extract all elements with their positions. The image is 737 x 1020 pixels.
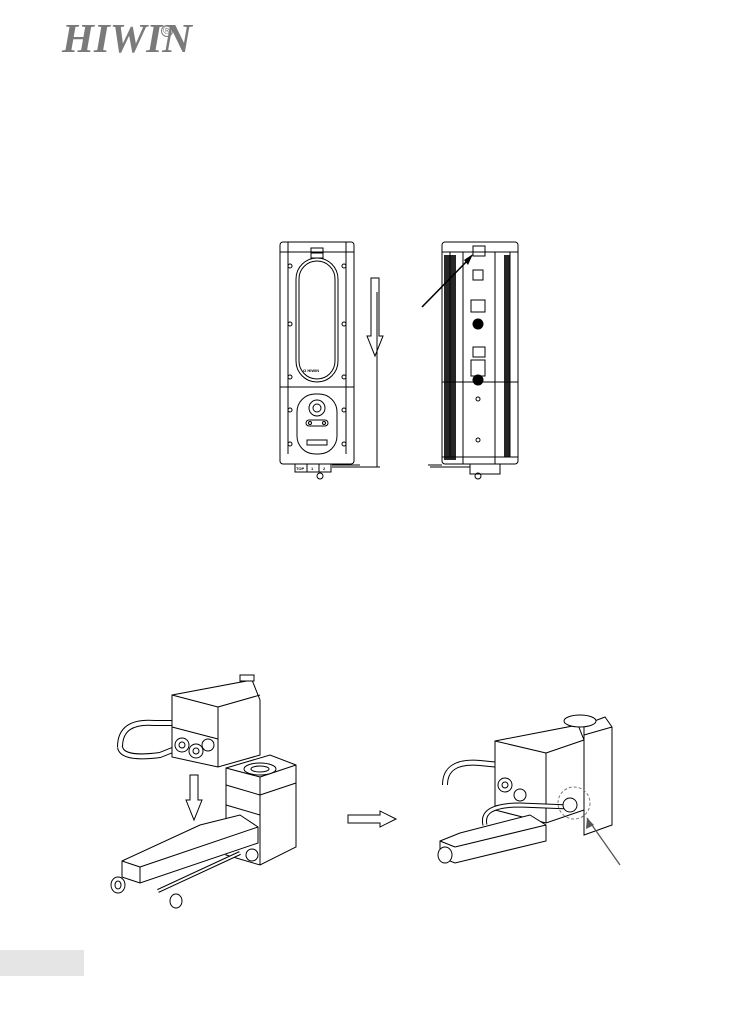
driver-box-left: [172, 680, 260, 767]
logo-text: HIWIN: [62, 15, 192, 61]
assembly-step-arrow-icon: [348, 811, 396, 827]
insert-direction-arrow-icon: [367, 278, 383, 356]
front-view-body: [280, 242, 354, 464]
tab-label-1: 1: [311, 466, 314, 471]
mount-direction-arrow-icon: [186, 775, 202, 820]
registered-mark: ®: [161, 25, 173, 37]
tab-label-2: 2: [323, 466, 326, 471]
actuator-rod: [122, 815, 258, 883]
module-front-side-views: Ω HIWIN TOP 1 2: [270, 232, 530, 482]
front-label-brand: Ω HIWIN: [303, 368, 319, 373]
connector-port: [309, 400, 325, 416]
tab-label-top: TOP: [296, 466, 304, 471]
oval-cover: [296, 258, 338, 382]
hiwin-logo: HIWIN: [62, 16, 192, 60]
page-tab-marker: [0, 950, 84, 976]
mounting-assembly-illustration: [100, 665, 640, 915]
